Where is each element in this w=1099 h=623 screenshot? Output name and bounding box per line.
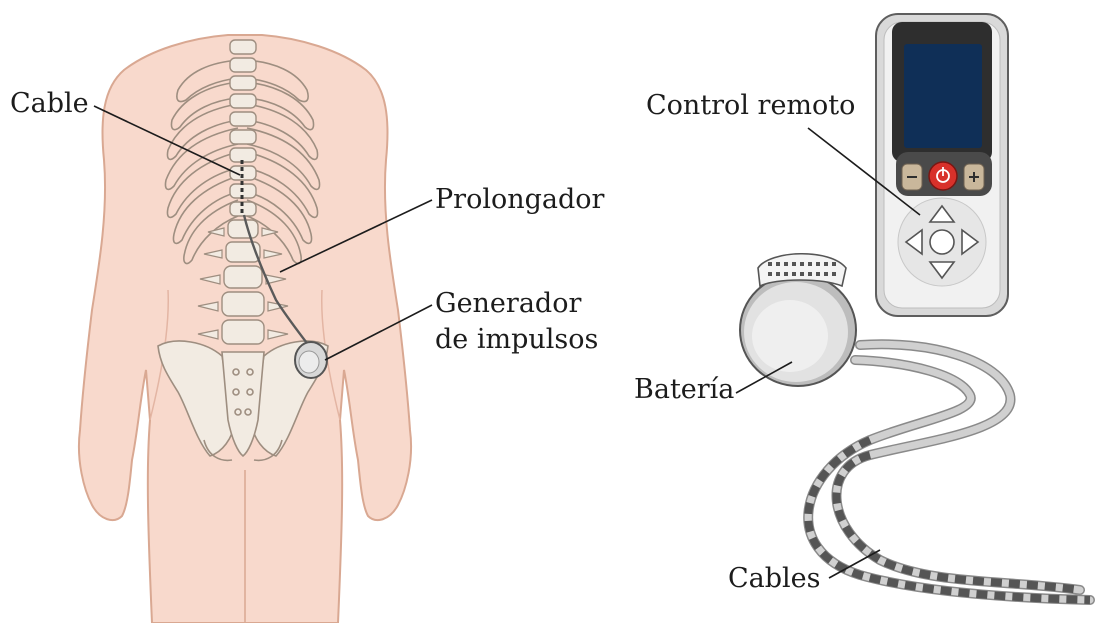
battery-generator [740, 254, 856, 386]
cable-inner [808, 360, 1090, 600]
plus-icon [964, 164, 984, 190]
label-generador-line1: Generador [435, 288, 581, 319]
label-cables: Cables [728, 563, 821, 594]
label-generador-line2: de impulsos [435, 324, 598, 355]
label-prolongador: Prolongador [435, 184, 604, 215]
remote-control [876, 14, 1008, 316]
label-bateria: Batería [634, 374, 734, 405]
label-cable: Cable [10, 88, 89, 119]
power-button-icon [929, 162, 957, 190]
cable-outer-electrodes [836, 455, 1080, 590]
minus-icon [902, 164, 922, 190]
cables [808, 344, 1090, 600]
label-control-remoto: Control remoto [646, 90, 855, 121]
remote-screen [904, 44, 982, 148]
directional-pad-icon [898, 198, 986, 286]
